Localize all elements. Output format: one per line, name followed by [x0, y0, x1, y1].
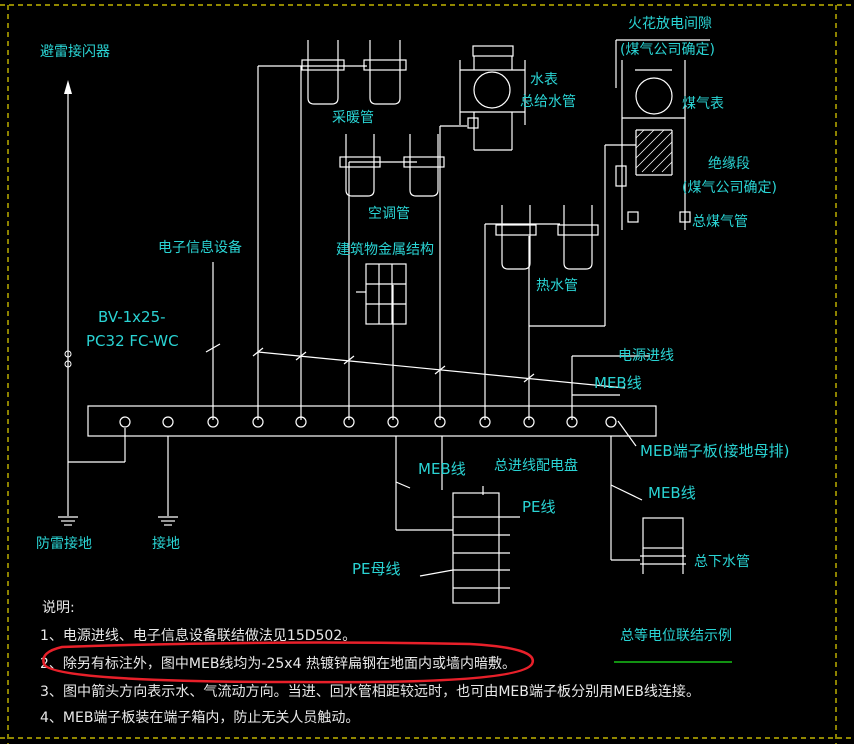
label-gas-company-1: (煤气公司确定)	[620, 42, 715, 58]
legend-title: 总等电位联结示例	[620, 627, 732, 644]
label-gas-company-2: (煤气公司确定)	[682, 180, 777, 196]
label-cable-spec-1: BV-1x25-	[98, 308, 166, 326]
note-2: 2、除另有标注外，图中MEB线均为-25x4 热镀锌扁钢在地面内或墙内暗敷。	[40, 655, 516, 672]
label-meb-terminal: MEB端子板(接地母排)	[640, 442, 789, 460]
notes-heading: 说明:	[42, 600, 75, 616]
label-building-metal: 建筑物金属结构	[336, 242, 434, 258]
terminal-screws	[119, 416, 617, 428]
label-insulation-section: 绝缘段	[708, 156, 750, 172]
gas-meter-icon	[615, 60, 691, 230]
label-electronic-equipment: 电子信息设备	[158, 239, 242, 256]
label-pe-bus: PE母线	[352, 560, 401, 578]
insulation-hatch	[635, 129, 673, 173]
wiring-lines	[58, 39, 710, 604]
note-4: 4、MEB端子板装在端子箱内，防止无关人员触动。	[40, 710, 359, 726]
label-meb-line-2: MEB线	[648, 484, 696, 502]
label-lightning-ground: 防雷接地	[36, 535, 92, 552]
hot-water-pipes-icon	[495, 205, 599, 270]
label-main-water-pipe: 总给水管	[520, 94, 576, 110]
arrow-up-icon	[64, 80, 72, 94]
label-ac-pipe: 空调管	[368, 206, 410, 222]
label-lightning-arrester: 避雷接闪器	[40, 43, 110, 60]
note-1: 1、电源进线、电子信息设备联结做法见15D502。	[40, 627, 356, 644]
label-main-gas-pipe: 总煤气管	[692, 214, 748, 230]
label-meb-line-1: MEB线	[594, 374, 642, 392]
building-metal-grid-icon	[356, 263, 407, 325]
label-main-panel: 总进线配电盘	[494, 457, 578, 474]
water-meter-icon	[459, 45, 526, 151]
meb-terminal-board	[87, 405, 657, 437]
label-heating-pipe: 采暖管	[332, 110, 374, 126]
ac-pipes-icon	[339, 134, 445, 197]
diagram-labels-latin: BV-1x25- PC32 FC-WC MEB线 MEB端子板(接地母排) ME…	[86, 308, 789, 578]
label-power-incoming: 电源进线	[618, 348, 674, 364]
note-3: 3、图中箭头方向表示水、气流动方向。当进、回水管相距较远时，也可由MEB端子板分…	[40, 683, 700, 700]
label-water-meter: 水表	[530, 72, 558, 88]
label-pe-line: PE线	[522, 498, 556, 516]
label-meb-line-3: MEB线	[418, 460, 466, 478]
label-main-down-pipe: 总下水管	[694, 554, 750, 570]
label-spark-gap: 火花放电间隙	[628, 16, 712, 32]
notes: 说明: 1、电源进线、电子信息设备联结做法见15D502。 2、除另有标注外，图…	[40, 600, 700, 726]
highlight-ellipse	[42, 641, 535, 684]
diagram-labels: 避雷接闪器 采暖管 水表 总给水管 火花放电间隙 (煤气公司确定) 煤气表 绝缘…	[36, 16, 777, 644]
heating-pipes-icon	[301, 40, 407, 105]
drawing-frame	[0, 4, 854, 744]
label-gas-meter: 煤气表	[682, 96, 724, 112]
label-grounding: 接地	[152, 535, 180, 552]
label-cable-spec-2: PC32 FC-WC	[86, 332, 179, 350]
label-hot-water-pipe: 热水管	[536, 278, 578, 294]
